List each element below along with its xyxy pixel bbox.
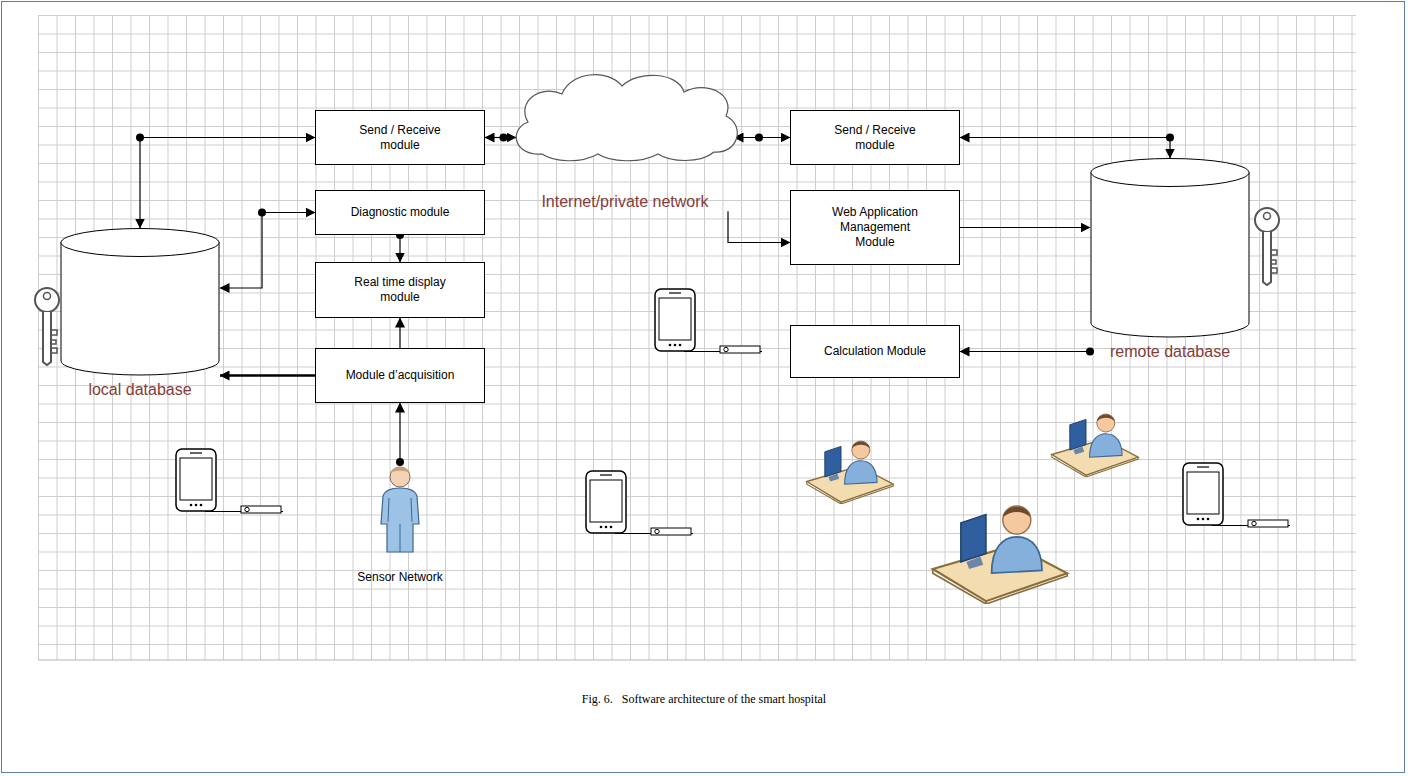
junction-dot: [1086, 348, 1094, 356]
connector-arrow: [728, 211, 790, 242]
node-label: Real time display module: [344, 275, 456, 305]
node-label: local database: [60, 380, 220, 399]
cylinder-outline: [60, 228, 220, 376]
connector-arrow: [399, 403, 400, 462]
process-box: Web Application Management Module: [790, 190, 960, 265]
node-label: Send / Receive module: [344, 123, 456, 153]
person-figure: [373, 462, 427, 554]
connector-arrow: [140, 138, 315, 229]
junction-dot: [136, 134, 144, 142]
node-label: Module d’acquisition: [346, 368, 455, 383]
database-cylinder: remote database: [1090, 158, 1250, 361]
connector-arrow: [960, 227, 1090, 228]
database-cylinder: local database: [60, 228, 220, 399]
network-cloud: Internet/private network: [510, 70, 740, 211]
node-label: Send / Receive module: [819, 123, 931, 153]
junction-dot: [258, 209, 266, 217]
process-box: Send / Receive module: [315, 110, 485, 165]
sensor-figure: Sensor Network: [340, 462, 460, 584]
node-label: Web Application Management Module: [819, 205, 931, 250]
process-box: Module d’acquisition: [315, 348, 485, 403]
process-box: Real time display module: [315, 262, 485, 318]
node-label: Sensor Network: [340, 570, 460, 584]
connector-arrow: [960, 351, 1090, 352]
connector-arrow: [399, 235, 400, 262]
process-box: Calculation Module: [790, 325, 960, 378]
connector-arrow: [399, 318, 400, 348]
figure-caption: Fig. 6. Software architecture of the sma…: [0, 692, 1408, 707]
node-label: Calculation Module: [824, 344, 926, 359]
cloud-outline: [510, 70, 740, 162]
junction-dot: [1166, 134, 1174, 142]
junction-dot: [755, 134, 763, 142]
junction-dot: [500, 134, 508, 142]
node-label: Internet/private network: [510, 192, 740, 211]
junction-dot: [396, 458, 404, 466]
connector-arrow: [960, 138, 1170, 159]
cylinder-outline: [1090, 158, 1250, 338]
process-box: Diagnostic module: [315, 190, 485, 235]
node-label: Diagnostic module: [351, 205, 450, 220]
connector-arrow: [220, 374, 315, 377]
node-label: remote database: [1090, 342, 1250, 361]
connector-arrow: [220, 213, 315, 289]
process-box: Send / Receive module: [790, 110, 960, 165]
